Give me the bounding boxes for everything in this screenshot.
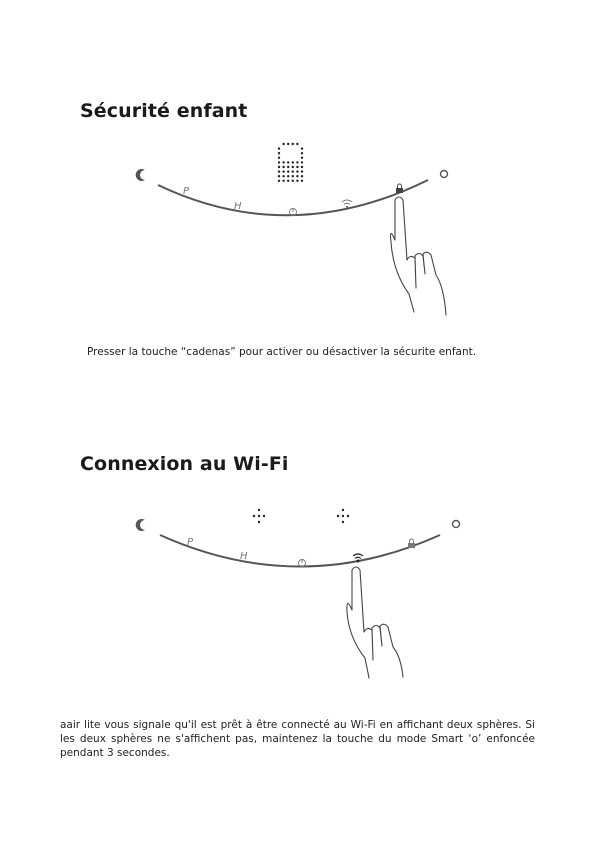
lock-matrix-dot xyxy=(300,147,304,150)
mode-o-icon xyxy=(439,169,449,179)
lock-matrix-dot xyxy=(287,161,290,164)
lock-matrix-dot xyxy=(282,142,285,146)
lock-matrix-dot xyxy=(277,152,281,155)
lock-matrix-dot xyxy=(300,175,304,178)
lock-matrix-dot xyxy=(296,142,299,146)
lock-matrix-dot xyxy=(296,165,299,169)
lock-icon xyxy=(396,183,403,193)
lock-matrix-dot xyxy=(291,165,294,169)
lock-matrix-dot xyxy=(300,179,304,182)
lock-matrix-dot xyxy=(277,156,281,159)
wifi-connection-illustration: P H xyxy=(135,508,461,679)
lock-matrix-dot xyxy=(291,175,294,178)
moon-icon xyxy=(135,169,145,181)
key-h-label: H xyxy=(234,201,242,212)
lock-matrix-dot xyxy=(282,179,285,182)
lock-matrix-dot xyxy=(291,142,294,146)
child-lock-illustration: P H xyxy=(135,142,449,316)
hand-pointer-icon xyxy=(389,196,447,316)
lock-matrix-dot xyxy=(277,161,281,164)
lock-matrix-dot xyxy=(287,170,290,173)
lock-matrix-dot xyxy=(277,179,281,182)
key-h-label: H xyxy=(240,551,248,562)
child-lock-caption: Presser la touche “cadenas” pour activer… xyxy=(87,346,477,358)
moon-icon xyxy=(135,519,145,531)
sphere-dot-icon xyxy=(252,508,266,524)
lock-matrix-dot xyxy=(282,170,285,173)
lock-matrix-dot xyxy=(277,147,281,150)
sphere-dot-icon xyxy=(336,508,350,524)
lock-matrix-dot xyxy=(277,175,281,178)
lock-matrix-dot xyxy=(300,161,304,164)
lock-matrix-dot xyxy=(300,165,304,169)
lock-matrix-dot xyxy=(277,165,281,169)
lock-matrix-dot xyxy=(291,179,294,182)
power-icon xyxy=(289,208,297,216)
lock-matrix-dot xyxy=(300,152,304,155)
key-p-label: P xyxy=(187,537,194,548)
lock-matrix-dot xyxy=(282,175,285,178)
wifi-instructions-paragraph: aair lite vous signale qu'il est prêt à … xyxy=(60,719,535,759)
lock-matrix-dot xyxy=(291,161,294,164)
lock-matrix-dot xyxy=(296,179,299,182)
lock-matrix-dot xyxy=(282,161,285,164)
wifi-icon xyxy=(341,199,353,209)
lock-matrix-dot xyxy=(287,179,290,182)
lock-matrix-dot xyxy=(287,175,290,178)
lock-matrix-dot xyxy=(300,170,304,173)
mode-o-icon xyxy=(451,519,461,529)
section-title-child-lock: Sécurité enfant xyxy=(80,100,248,122)
lock-matrix-dot xyxy=(291,170,294,173)
lock-dot-matrix-icon xyxy=(277,142,304,182)
lock-matrix-dot xyxy=(277,170,281,173)
lock-matrix-dot xyxy=(287,165,290,169)
lock-matrix-dot xyxy=(296,161,299,164)
hand-pointer-icon xyxy=(346,566,404,679)
power-icon xyxy=(298,559,306,567)
lock-matrix-dot xyxy=(287,142,290,146)
key-p-label: P xyxy=(183,186,190,197)
lock-matrix-dot xyxy=(296,170,299,173)
wifi-icon xyxy=(352,553,364,563)
lock-matrix-dot xyxy=(300,156,304,159)
control-arc xyxy=(159,534,441,568)
lock-icon xyxy=(408,538,415,548)
lock-matrix-dot xyxy=(282,165,285,169)
lock-matrix-dot xyxy=(296,175,299,178)
section-title-wifi: Connexion au Wi-Fi xyxy=(80,453,289,475)
